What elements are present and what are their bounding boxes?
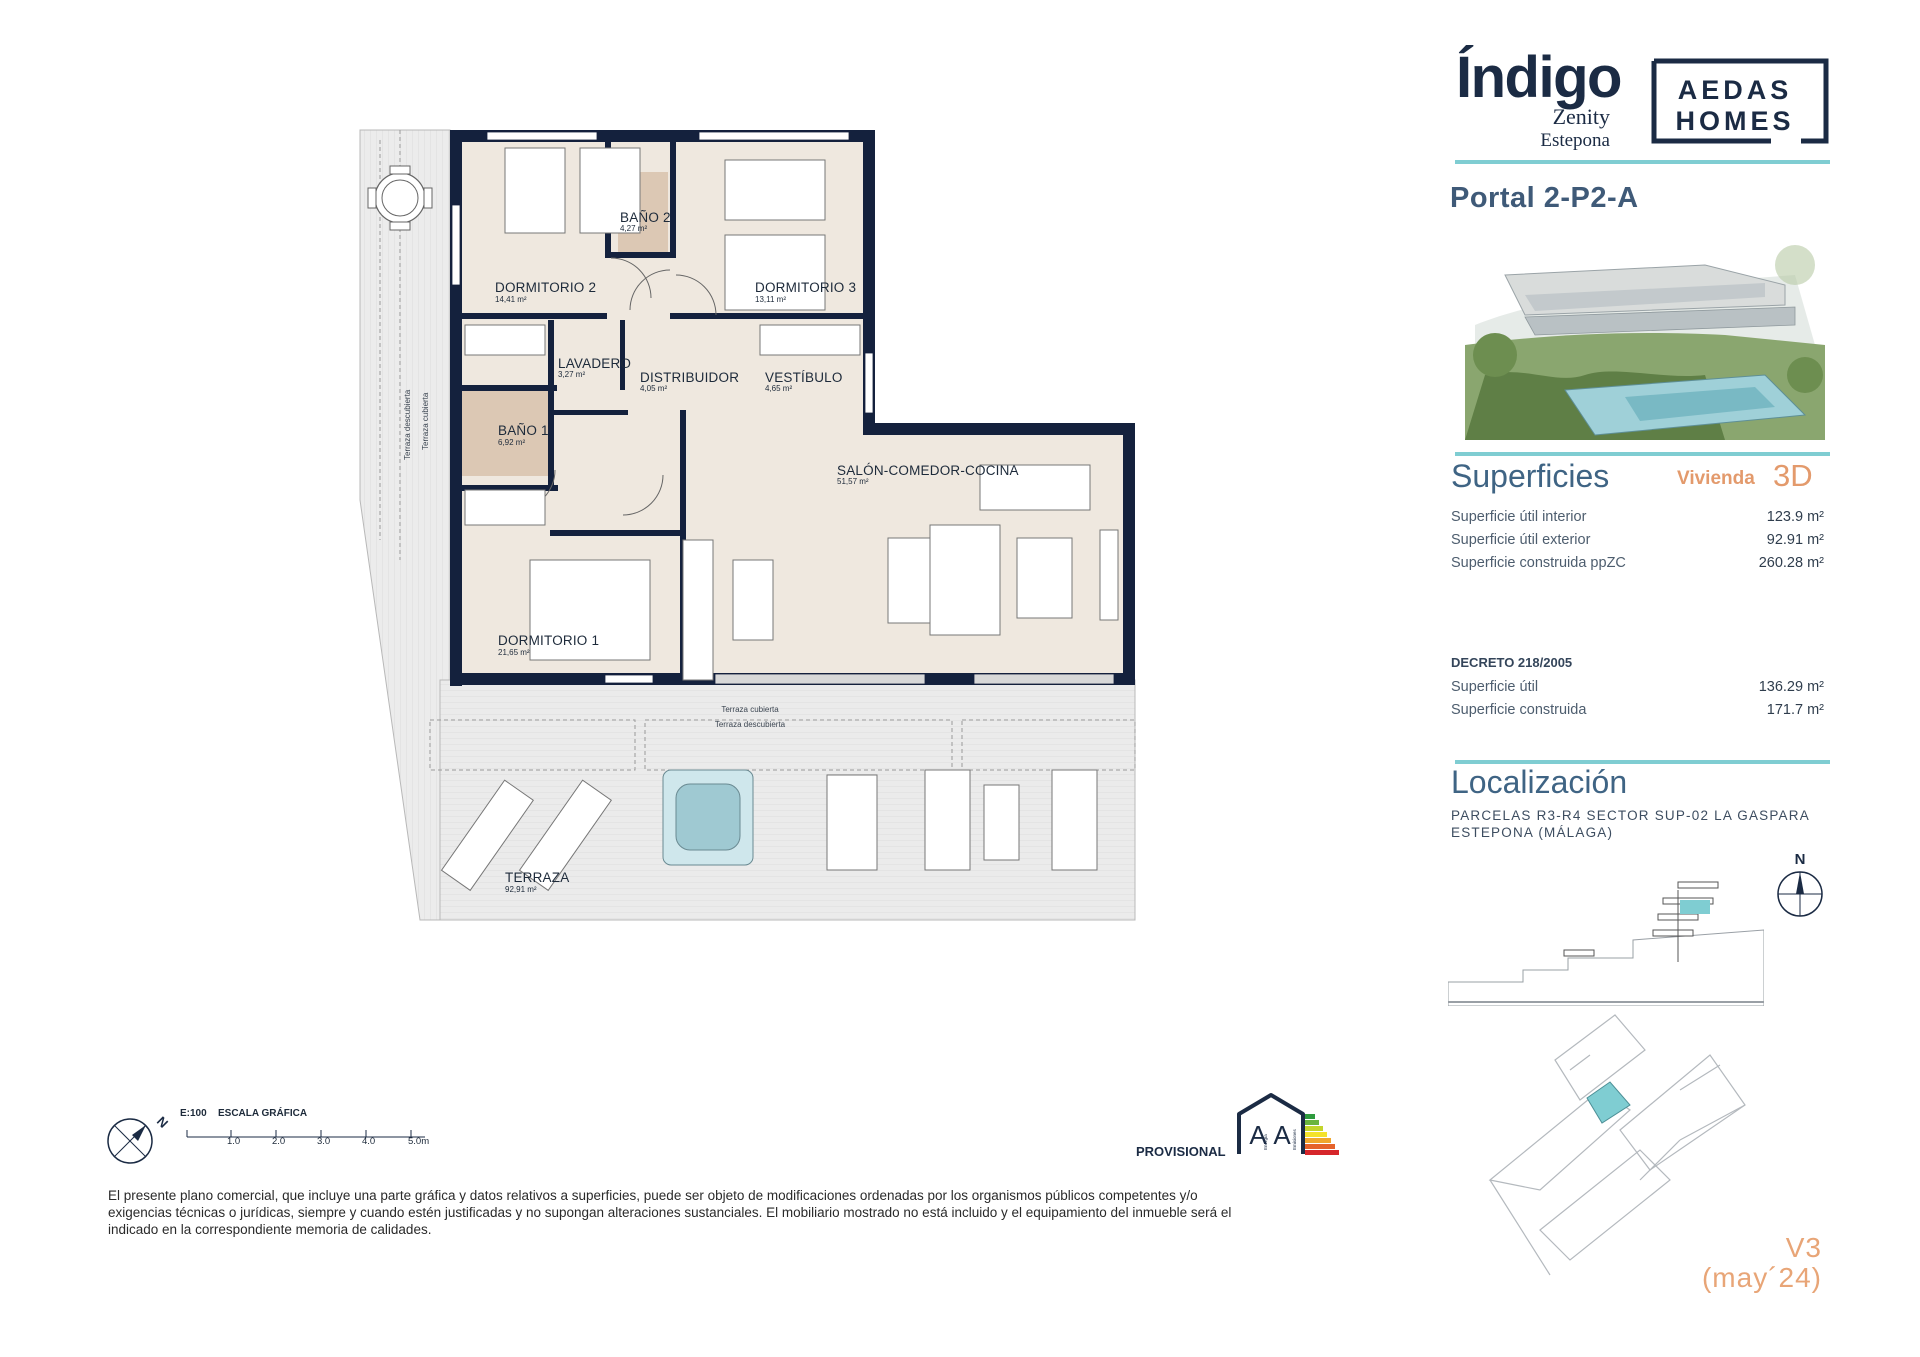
energy-cat-1: Energía <box>1263 1134 1268 1150</box>
energy-rating-label: A A Energía Emisiones <box>1237 1093 1339 1155</box>
brand-estepona: Estepona <box>1540 130 1610 151</box>
energy-cat-2: Emisiones <box>1292 1128 1297 1150</box>
sup-construida-label: Superficie construida ppZC <box>1451 555 1626 571</box>
energy-scale-bars <box>1305 1114 1339 1155</box>
decreto-util-label: Superficie útil <box>1451 679 1539 695</box>
room-bano2-area: 4,27 m² <box>620 224 647 233</box>
compass-n-label: N <box>1795 851 1806 868</box>
north-compass: N <box>1777 851 1823 917</box>
divider-superficies <box>1455 452 1830 456</box>
scale-tick-4: 4.0 <box>362 1136 376 1147</box>
room-lavadero-name: LAVADERO <box>558 356 631 371</box>
scale-ratio: E:100 <box>180 1108 207 1119</box>
sup-util-interior-label: Superficie útil interior <box>1451 509 1587 525</box>
room-dorm3-area: 13,11 m² <box>755 295 786 304</box>
sup-construida-value: 260.28 m² <box>1758 555 1824 571</box>
localizacion-line2: ESTEPONA (MÁLAGA) <box>1451 825 1614 840</box>
room-distribuidor-name: DISTRIBUIDOR <box>640 370 739 385</box>
plan-compass-n-label: N <box>154 1114 171 1131</box>
disclaimer-line-3: indicado en la correspondiente memoria d… <box>108 1222 432 1237</box>
scale-tick-3: 3.0 <box>317 1136 331 1147</box>
room-bano1-name: BAÑO 1 <box>498 423 549 438</box>
localizacion-line1: PARCELAS R3-R4 SECTOR SUP-02 LA GASPARA <box>1451 808 1810 823</box>
vivienda-label: Vivienda <box>1677 468 1755 489</box>
decreto-util-value: 136.29 m² <box>1758 679 1824 695</box>
decreto-title: DECRETO 218/2005 <box>1451 655 1573 670</box>
site-location-map <box>1488 1014 1746 1276</box>
energy-rating-1: A <box>1249 1120 1267 1150</box>
terrace-descubierta-label: Terraza descubierta <box>715 720 786 729</box>
brand-zenity: Zenity <box>1552 104 1610 129</box>
brand-indigo-logo: Índigo <box>1456 45 1622 110</box>
bath1-floor <box>460 388 548 476</box>
room-salon-area: 51,57 m² <box>837 477 869 486</box>
aedas-logo-text: AEDAS HOMES <box>1660 75 1810 137</box>
scale-tick-1: 1.0 <box>227 1136 241 1147</box>
aedas-line1: AEDAS <box>1677 75 1793 105</box>
disclaimer: El presente plano comercial, que incluye… <box>108 1187 1358 1238</box>
room-bano1-area: 6,92 m² <box>498 438 525 447</box>
room-salon-name: SALÓN-COMEDOR-COCINA <box>837 463 1019 478</box>
decreto-construida-value: 171.7 m² <box>1766 702 1824 718</box>
scale-tick-5: 5.0m <box>408 1136 430 1147</box>
scale-title: ESCALA GRÁFICA <box>218 1108 308 1119</box>
room-distribuidor-area: 4,05 m² <box>640 384 667 393</box>
decreto-construida-label: Superficie construida <box>1451 702 1587 718</box>
round-table <box>367 165 433 231</box>
divider-localizacion <box>1455 760 1830 764</box>
room-terraza-name: TERRAZA <box>505 870 569 885</box>
scale-bar <box>186 1130 425 1138</box>
vivienda-value: 3D <box>1773 458 1813 493</box>
floor-plan: DORMITORIO 2 14,41 m² BAÑO 2 4,27 m² DOR… <box>359 129 1136 921</box>
terrace-descubierta-vlabel: Terraza descubierta <box>403 389 412 460</box>
scale-tick-2: 2.0 <box>272 1136 286 1147</box>
sup-util-interior-value: 123.9 m² <box>1766 509 1824 525</box>
room-dorm1-area: 21,65 m² <box>498 648 530 657</box>
energy-provisional-label: PROVISIONAL <box>1136 1144 1226 1159</box>
room-dorm2-area: 14,41 m² <box>495 295 527 304</box>
terrace-cubierta-label: Terraza cubierta <box>721 705 779 714</box>
superficies-title: Superficies <box>1451 458 1610 494</box>
terrace-left <box>359 129 451 921</box>
room-dorm1-name: DORMITORIO 1 <box>498 633 599 648</box>
aedas-line2: HOMES <box>1675 106 1795 136</box>
disclaimer-line-1: El presente plano comercial, que incluye… <box>108 1188 1198 1203</box>
room-bano2-name: BAÑO 2 <box>620 210 671 225</box>
version-label: V3 <box>1785 1232 1822 1263</box>
room-dorm2-name: DORMITORIO 2 <box>495 280 596 295</box>
localizacion-title: Localización <box>1451 764 1628 800</box>
plan-compass: N <box>107 1114 171 1164</box>
disclaimer-line-2: exigencias técnicas o jurídicas, siempre… <box>108 1205 1232 1220</box>
sup-util-exterior-label: Superficie útil exterior <box>1451 532 1591 548</box>
room-terraza-area: 92,91 m² <box>505 885 537 894</box>
energy-rating-2: A <box>1273 1120 1291 1150</box>
building-rendering <box>1465 225 1825 440</box>
terrace-cubierta-vlabel: Terraza cubierta <box>421 392 430 450</box>
portal-title: Portal 2-P2-A <box>1450 182 1639 214</box>
version-date: (may´24) <box>1701 1262 1822 1293</box>
room-vestibulo-area: 4,65 m² <box>765 384 792 393</box>
sup-util-exterior-value: 92.91 m² <box>1766 532 1824 548</box>
building-section <box>1448 881 1764 1006</box>
divider-top <box>1455 160 1830 164</box>
room-lavadero-area: 3,27 m² <box>558 370 585 379</box>
room-vestibulo-name: VESTÍBULO <box>765 370 843 385</box>
room-dorm3-name: DORMITORIO 3 <box>755 280 856 295</box>
aedas-logo-frame <box>1651 58 1829 144</box>
